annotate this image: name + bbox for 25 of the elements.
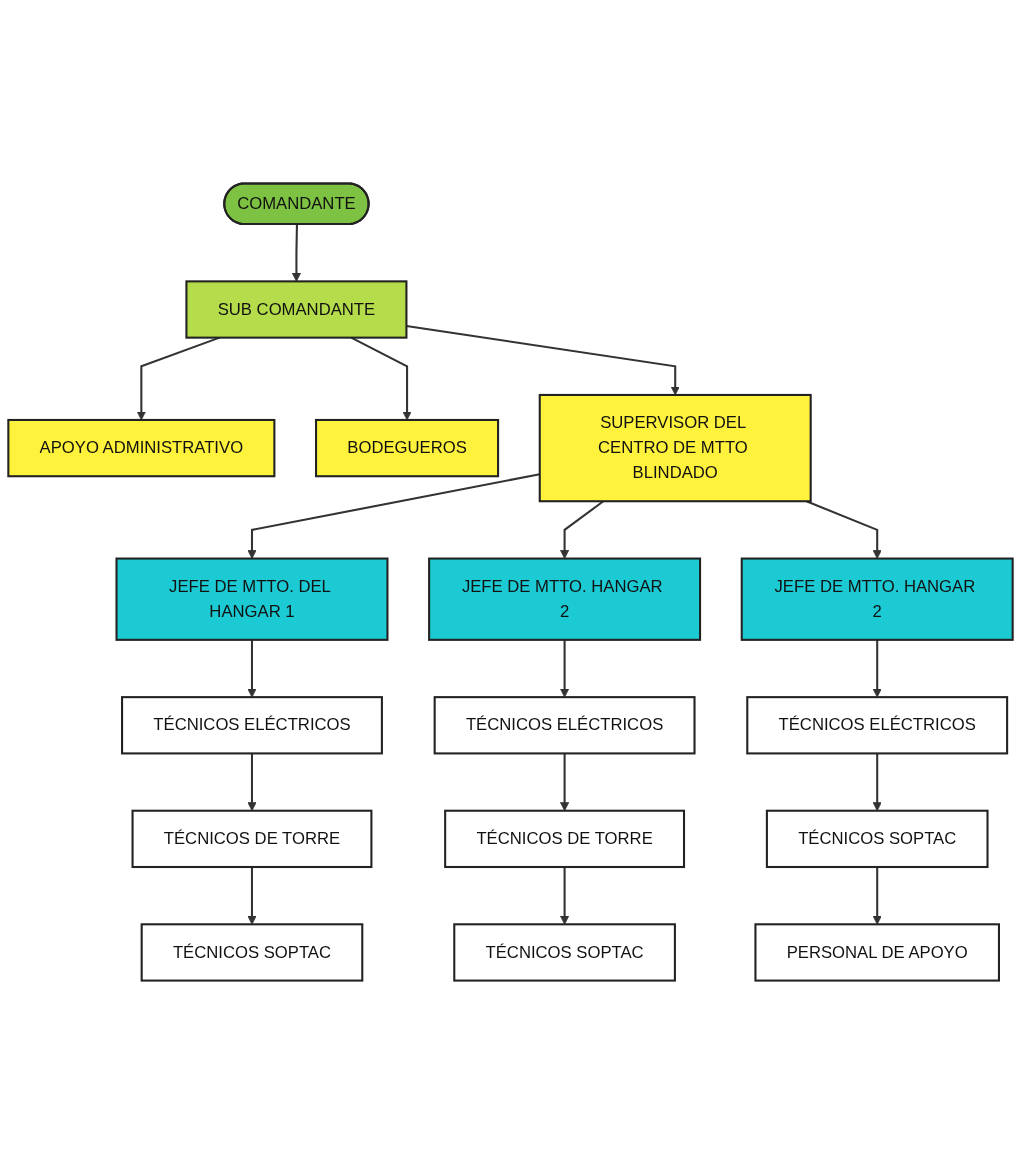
arrow — [872, 639, 882, 698]
arrow — [291, 224, 301, 282]
node-box: JEFE DE MTTO. DEL HANGAR 1 — [115, 557, 389, 641]
arrow — [247, 473, 540, 559]
arrow — [560, 867, 570, 925]
node-box: TÉCNICOS ELÉCTRICOS — [121, 696, 383, 755]
arrow — [560, 639, 570, 698]
node-box: TÉCNICOS ELÉCTRICOS — [433, 696, 696, 755]
node-box: JEFE DE MTTO. HANGAR 2 — [740, 557, 1014, 641]
node-box: PERSONAL DE APOYO — [754, 923, 1000, 982]
node-box: SUB COMANDANTE — [185, 280, 408, 339]
node-box: TÉCNICOS SOPTAC — [765, 809, 989, 869]
node-box: APOYO ADMINISTRATIVO — [7, 418, 276, 478]
arrow — [806, 500, 882, 559]
node-box: TÉCNICOS ELÉCTRICOS — [746, 696, 1009, 755]
node-box: SUPERVISOR DEL CENTRO DE MTTO BLINDADO — [538, 393, 812, 503]
arrow — [872, 867, 882, 925]
arrow — [247, 867, 257, 925]
node-box: TÉCNICOS DE TORRE — [131, 809, 373, 869]
node-box: BODEGUEROS — [315, 418, 500, 478]
node-box: TÉCNICOS DE TORRE — [444, 809, 686, 869]
node-box: TÉCNICOS SOPTAC — [140, 923, 364, 982]
node-box: JEFE DE MTTO. HANGAR 2 — [428, 557, 702, 641]
node-box: TÉCNICOS SOPTAC — [453, 923, 676, 982]
arrow — [247, 639, 257, 698]
